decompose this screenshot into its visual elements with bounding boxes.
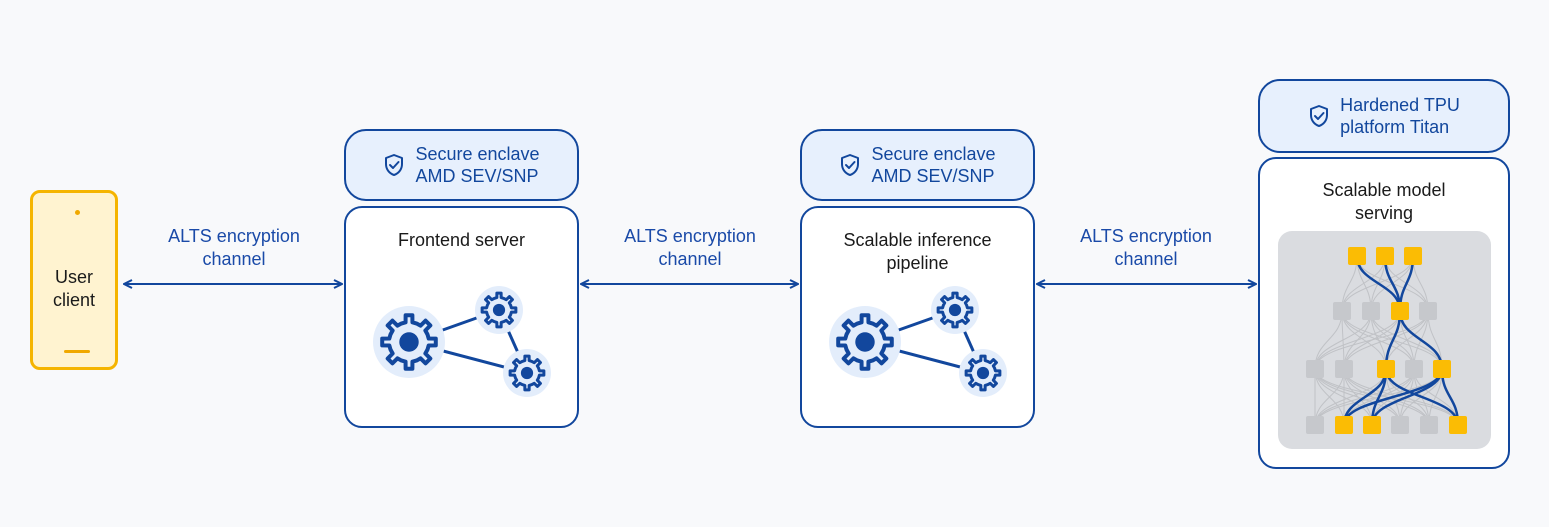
- secure-enclave-header-1: Secure enclave AMD SEV/SNP: [344, 129, 579, 201]
- active-node: [1348, 247, 1366, 265]
- shield-check-icon: [841, 154, 860, 176]
- user-client-device: User client: [30, 190, 118, 370]
- model-serving-box: Scalable model serving: [1258, 157, 1510, 469]
- gears-icon: [373, 286, 551, 397]
- small-gear-icon: [931, 286, 979, 334]
- large-gear-icon: [829, 306, 901, 378]
- active-node: [1335, 416, 1353, 434]
- small-gear-icon: [959, 349, 1007, 397]
- frontend-server-title: Frontend server: [397, 230, 526, 250]
- small-gear-icon: [475, 286, 523, 334]
- inactive-node: [1333, 302, 1351, 320]
- model-serving-title: Scalable model serving: [1322, 180, 1446, 223]
- inactive-node: [1419, 302, 1437, 320]
- enclave-header-text: Secure enclave AMD SEV/SNP: [415, 144, 540, 186]
- channel-label-1: ALTS encryption channel: [168, 226, 300, 269]
- hardened-tpu-header: Hardened TPU platform Titan: [1258, 79, 1510, 153]
- phone-camera-icon: [75, 210, 80, 215]
- enclave-header-text: Secure enclave AMD SEV/SNP: [871, 144, 996, 186]
- active-node: [1377, 360, 1395, 378]
- inference-pipeline-box: Scalable inference pipeline: [800, 206, 1035, 428]
- gears-icon: [829, 286, 1007, 397]
- active-node: [1404, 247, 1422, 265]
- inactive-node: [1306, 360, 1324, 378]
- shield-check-icon: [385, 154, 404, 176]
- active-node: [1391, 302, 1409, 320]
- neural-network-icon: [1306, 247, 1467, 434]
- active-node: [1363, 416, 1381, 434]
- active-node: [1433, 360, 1451, 378]
- neural-network-graphic: [1278, 231, 1491, 449]
- user-client-label: User client: [52, 267, 96, 310]
- inference-pipeline-title: Scalable inference pipeline: [843, 230, 992, 273]
- channel-label-3: ALTS encryption channel: [1080, 226, 1212, 269]
- active-node: [1376, 247, 1394, 265]
- shield-check-icon: [1310, 105, 1329, 127]
- channel-label-2: ALTS encryption channel: [624, 226, 756, 269]
- inactive-node: [1405, 360, 1423, 378]
- phone-home-bar-icon: [64, 350, 90, 353]
- inactive-node: [1391, 416, 1409, 434]
- secure-enclave-header-2: Secure enclave AMD SEV/SNP: [800, 129, 1035, 201]
- mesh-link: [1314, 310, 1429, 370]
- inactive-node: [1335, 360, 1353, 378]
- inactive-node: [1420, 416, 1438, 434]
- inactive-node: [1362, 302, 1380, 320]
- small-gear-icon: [503, 349, 551, 397]
- tpu-header-text: Hardened TPU platform Titan: [1340, 95, 1460, 137]
- inactive-node: [1306, 416, 1324, 434]
- large-gear-icon: [373, 306, 445, 378]
- frontend-server-box: Frontend server: [344, 206, 579, 428]
- active-node: [1449, 416, 1467, 434]
